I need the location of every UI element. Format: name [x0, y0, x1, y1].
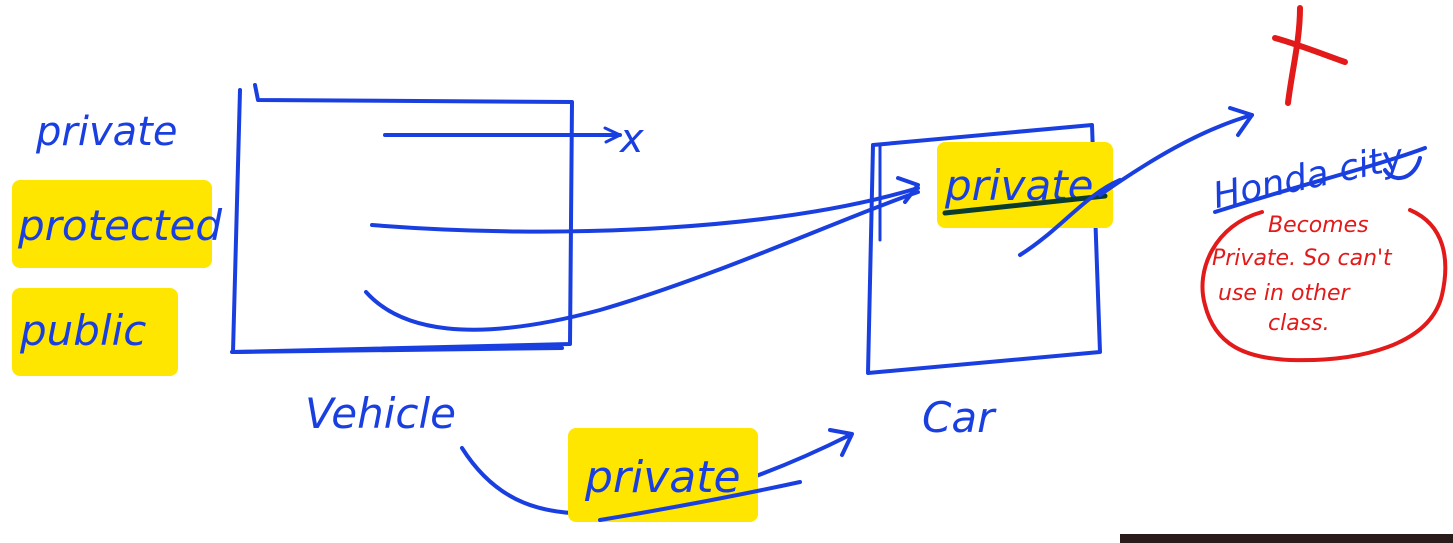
inheritance-mode-label: private: [584, 452, 741, 503]
car-private-underline: [942, 193, 1108, 216]
arrow-protected-to-car: [370, 186, 920, 234]
blocked-mark: x: [618, 116, 644, 162]
annotation-line-1: Becomes: [1268, 213, 1369, 238]
annotation-line-4: class.: [1268, 311, 1330, 336]
car-class-box: private: [866, 123, 1122, 375]
vehicle-class-box: x: [230, 83, 644, 354]
annotation-line-3: use in other: [1218, 281, 1352, 306]
highlight-protected: [12, 180, 212, 268]
bottom-edge-strip: [1120, 534, 1453, 543]
highlight-car-private: [937, 142, 1113, 228]
car-label: Car: [922, 393, 997, 442]
not-accessible-cross-icon: [1272, 5, 1348, 106]
arrow-car-to-object: [1018, 178, 1122, 257]
vehicle-label: Vehicle: [305, 389, 456, 438]
label-private: private: [35, 109, 177, 155]
honda-city-strike: [1213, 146, 1427, 214]
annotation-bubble: Becomes Private. So can't use in other c…: [1200, 208, 1448, 363]
annotation-line-2: Private. So can't: [1212, 246, 1393, 271]
modifier-list: private protected public: [12, 109, 222, 376]
highlight-public: [12, 288, 178, 376]
arrow-public-to-car: [364, 190, 920, 332]
inheritance-mode: private: [460, 428, 854, 522]
label-protected: protected: [17, 201, 222, 250]
arrow-to-honda-city: [1098, 113, 1254, 197]
honda-city-object: Honda city: [1209, 137, 1427, 217]
label-public: public: [19, 306, 146, 355]
